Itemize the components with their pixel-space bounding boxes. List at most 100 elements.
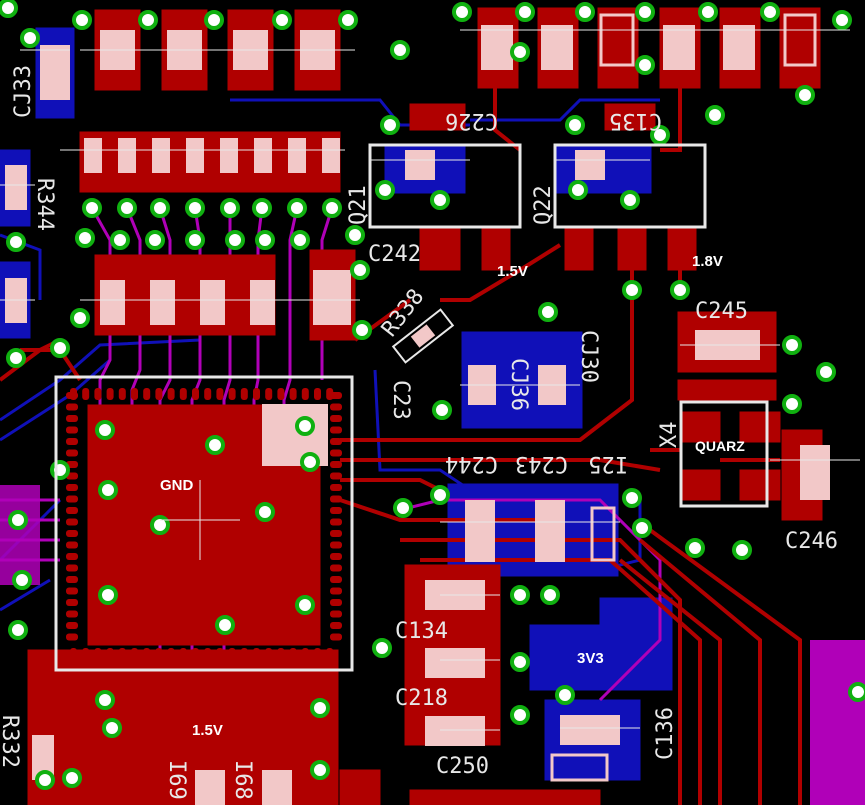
qfn-pin bbox=[66, 610, 78, 618]
ref-c250: C250 bbox=[436, 754, 489, 779]
via bbox=[816, 362, 836, 382]
qfn-pin bbox=[330, 610, 342, 618]
qfn-pin bbox=[253, 648, 260, 660]
qfn-pin bbox=[82, 388, 90, 400]
qfn-pin bbox=[240, 388, 248, 400]
via bbox=[322, 198, 342, 218]
via bbox=[782, 335, 802, 355]
via bbox=[832, 10, 852, 30]
via bbox=[538, 302, 558, 322]
via bbox=[205, 435, 225, 455]
via bbox=[670, 280, 690, 300]
via bbox=[635, 55, 655, 75]
qfn-pin bbox=[330, 507, 342, 514]
qfn-pin bbox=[192, 388, 199, 400]
qfn-pin bbox=[66, 622, 78, 629]
qfn-pin bbox=[167, 648, 175, 660]
qfn-pin bbox=[326, 648, 334, 660]
qfn-pin bbox=[204, 388, 212, 400]
via bbox=[568, 180, 588, 200]
ref-i68: I68 bbox=[230, 760, 255, 800]
via bbox=[352, 320, 372, 340]
net-label-1v8: 1.8V bbox=[692, 253, 723, 270]
via bbox=[372, 638, 392, 658]
via bbox=[565, 115, 585, 135]
via bbox=[225, 230, 245, 250]
via bbox=[287, 198, 307, 218]
qfn-pin bbox=[155, 648, 163, 660]
via bbox=[50, 460, 70, 480]
ref-c242: C242 bbox=[368, 242, 421, 267]
via bbox=[82, 198, 102, 218]
via bbox=[70, 308, 90, 328]
via bbox=[338, 10, 358, 30]
ref-c246: C246 bbox=[785, 529, 838, 554]
via bbox=[6, 348, 26, 368]
ref-q22: Q22 bbox=[531, 185, 556, 225]
qfn-pin bbox=[179, 648, 187, 660]
qfn-pin bbox=[330, 392, 342, 399]
qfn-pin bbox=[228, 648, 236, 660]
via bbox=[220, 198, 240, 218]
qfn-pin bbox=[66, 495, 78, 503]
qfn-pin bbox=[330, 541, 342, 549]
qfn-pin bbox=[118, 648, 126, 660]
via bbox=[150, 198, 170, 218]
qfn-pin bbox=[265, 388, 273, 400]
via bbox=[12, 570, 32, 590]
ref-cj33: CJ33 bbox=[11, 65, 36, 118]
net-label-1v5-bottom: 1.5V bbox=[192, 722, 223, 739]
via bbox=[110, 230, 130, 250]
net-label-1v5-top: 1.5V bbox=[497, 263, 528, 280]
qfn-pin bbox=[314, 648, 321, 660]
qfn-pin bbox=[66, 541, 78, 549]
via bbox=[510, 585, 530, 605]
via bbox=[393, 498, 413, 518]
qfn-pin bbox=[118, 388, 126, 400]
qfn-pin bbox=[330, 438, 342, 445]
via bbox=[0, 0, 18, 18]
via bbox=[635, 2, 655, 22]
via bbox=[575, 2, 595, 22]
via bbox=[35, 770, 55, 790]
qfn-pin bbox=[330, 415, 342, 422]
ref-c23: C23 bbox=[388, 380, 413, 420]
via bbox=[430, 485, 450, 505]
qfn-pin bbox=[330, 495, 342, 503]
via bbox=[380, 115, 400, 135]
via bbox=[6, 232, 26, 252]
silkscreen-layer bbox=[0, 29, 860, 731]
qfn-pin bbox=[106, 388, 114, 400]
via bbox=[290, 230, 310, 250]
via bbox=[255, 502, 275, 522]
via bbox=[705, 105, 725, 125]
inner-plane-left bbox=[0, 485, 40, 585]
qfn-pin bbox=[66, 564, 78, 572]
qfn-pin bbox=[330, 587, 342, 595]
via bbox=[632, 518, 652, 538]
ref-c135: C135 bbox=[609, 108, 662, 133]
q22-outline bbox=[553, 143, 707, 229]
qfn-pin bbox=[314, 388, 321, 400]
qfn-pin bbox=[66, 415, 78, 422]
via bbox=[75, 228, 95, 248]
qfn-pin bbox=[66, 507, 78, 514]
crosshair-marks bbox=[0, 29, 860, 731]
via bbox=[622, 280, 642, 300]
qfn-pin bbox=[66, 426, 78, 434]
via bbox=[555, 685, 575, 705]
ref-cj36: CJ36 bbox=[506, 358, 531, 411]
ref-c134: C134 bbox=[395, 619, 448, 644]
qfn-pin bbox=[330, 564, 342, 572]
ref-r344: R344 bbox=[32, 178, 57, 231]
ref-c218: C218 bbox=[395, 686, 448, 711]
qfn-pin bbox=[204, 648, 212, 660]
qfn-pin bbox=[66, 403, 78, 411]
qfn-pin bbox=[240, 648, 248, 660]
qfn-pin bbox=[301, 388, 309, 400]
qfn-pin bbox=[277, 388, 285, 400]
via bbox=[62, 768, 82, 788]
via bbox=[620, 190, 640, 210]
